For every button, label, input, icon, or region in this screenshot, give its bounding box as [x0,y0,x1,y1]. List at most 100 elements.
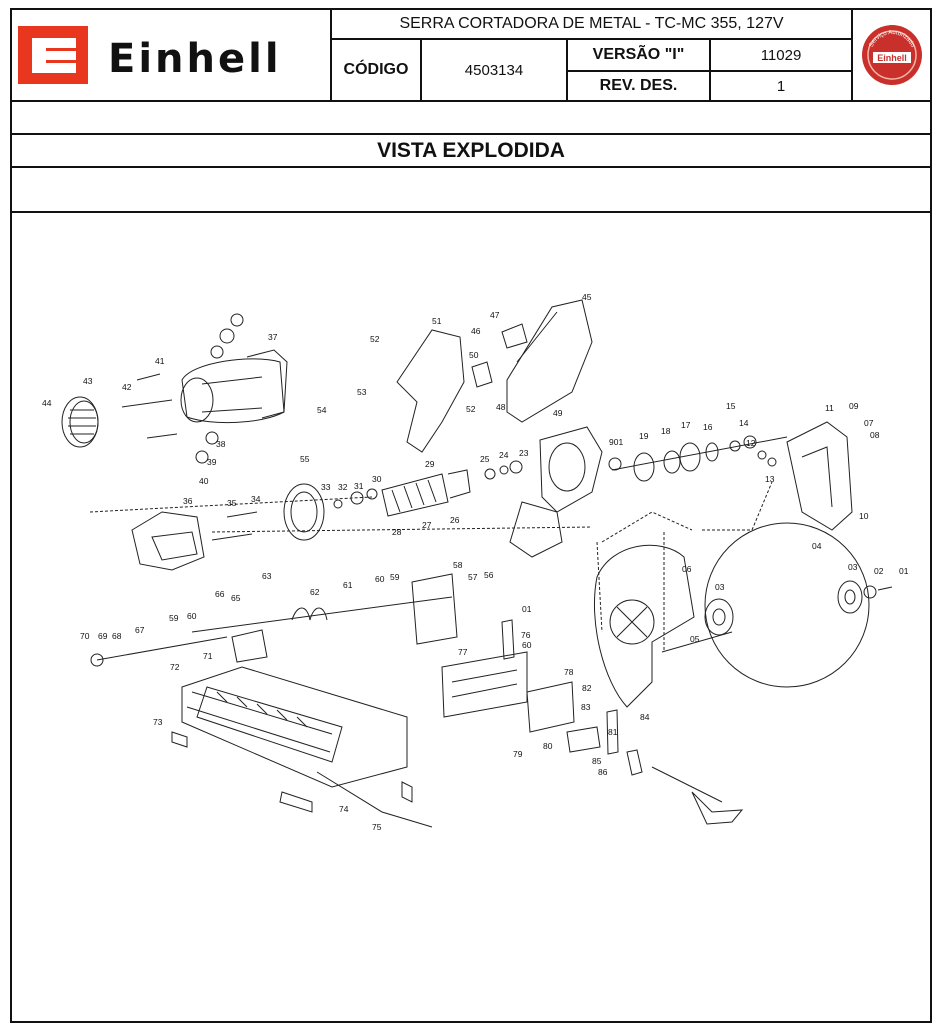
part-label: 68 [112,631,122,641]
part-label: 47 [490,310,500,320]
part-motor-housing [180,349,288,424]
part-label: 45 [582,292,592,302]
part-label: 44 [42,398,52,408]
part-label: 62 [310,587,320,597]
part-label: 53 [357,387,367,397]
part-label: 58 [453,560,463,570]
part-end-cap [61,396,99,448]
part-label: 82 [582,683,592,693]
part-label: 07 [864,418,874,428]
brand-logo: Einhell [10,8,332,102]
part-label: 03 [848,562,858,572]
title-block: Einhell SERRA CORTADORA DE METAL - TC-MC… [10,8,932,102]
part-label: 25 [480,454,490,464]
part-label: 35 [227,498,237,508]
revision-value: 1 [709,70,853,102]
part-label: 36 [183,496,193,506]
part-label: 55 [300,454,310,464]
spacer-row [10,100,932,135]
part-label: 16 [703,422,713,432]
code-label: CÓDIGO [330,38,422,102]
part-label: 78 [564,667,574,677]
part-cutting-disc [704,522,870,688]
part-label: 51 [432,316,442,326]
part-label: 05 [690,634,700,644]
part-label: 86 [598,767,608,777]
part-label: 59 [390,572,400,582]
part-label: 85 [592,756,602,766]
part-gear-housing [509,426,603,558]
part-label: 56 [484,570,494,580]
part-label: 04 [812,541,822,551]
part-label: 49 [553,408,563,418]
version-value: 11029 [709,38,853,72]
part-label: 52 [466,404,476,414]
part-label: 50 [469,350,479,360]
part-label: 38 [216,439,226,449]
part-label: 70 [80,631,90,641]
part-label: 26 [450,515,460,525]
part-label: 79 [513,749,523,759]
part-base-plate [171,666,413,813]
part-label: 67 [135,625,145,635]
part-label: 31 [354,481,364,491]
part-label: 65 [231,593,241,603]
part-label: 81 [608,727,618,737]
part-switch-handle [396,299,593,453]
part-label: 60 [522,640,532,650]
part-label: 73 [153,717,163,727]
part-labels: 01 01 02 03 03 04 05 06 07 08 09 10 11 1… [42,292,909,832]
part-label: 13 [765,474,775,484]
part-label: 43 [83,376,93,386]
part-label: 33 [321,482,331,492]
part-label: 71 [203,651,213,661]
part-lower-guard [594,544,695,708]
diagram-drawing [61,299,893,828]
part-label: 08 [870,430,880,440]
part-label: 83 [581,702,591,712]
part-label: 40 [199,476,209,486]
part-label: 80 [543,741,553,751]
revision-label: REV. DES. [566,70,711,102]
part-label: 23 [519,448,529,458]
part-label: 19 [639,431,649,441]
part-label: 41 [155,356,165,366]
part-label: 46 [471,326,481,336]
part-label: 09 [849,401,859,411]
part-label: 74 [339,804,349,814]
product-title: SERRA CORTADORA DE METAL - TC-MC 355, 12… [330,8,853,40]
part-label: 32 [338,482,348,492]
part-label: 02 [874,566,884,576]
part-label: 11 [825,403,834,413]
part-label: 77 [458,647,468,657]
part-label: 39 [207,457,217,467]
exploded-view-diagram: 01 01 02 03 03 04 05 06 07 08 09 10 11 1… [42,292,909,832]
part-label: 57 [468,572,478,582]
part-label: 06 [682,564,692,574]
service-seal-icon: Serviço Autorizado Einhell [861,25,922,85]
part-label: 60 [187,611,197,621]
authorized-service-badge: Serviço Autorizado Einhell [851,8,932,102]
part-label: 75 [372,822,382,832]
part-label: 01 [899,566,909,576]
part-label: 61 [343,580,353,590]
einhell-logo-icon: Einhell [18,26,282,84]
part-label: 84 [640,712,650,722]
part-label: 14 [739,418,749,428]
part-label: 18 [661,426,671,436]
part-label: 66 [215,589,225,599]
part-label: 52 [370,334,380,344]
part-label: 72 [170,662,180,672]
svg-text:Einhell: Einhell [108,36,282,82]
part-label: 901 [609,437,623,447]
part-label: 37 [268,332,278,342]
part-label: 42 [122,382,132,392]
part-label: 60 [375,574,385,584]
part-label: 15 [726,401,736,411]
section-title: VISTA EXPLODIDA [10,133,932,168]
assembly-guide-lines [89,481,773,652]
part-label: 59 [169,613,179,623]
part-label: 30 [372,474,382,484]
part-label: 34 [251,494,261,504]
part-label: 48 [496,402,506,412]
